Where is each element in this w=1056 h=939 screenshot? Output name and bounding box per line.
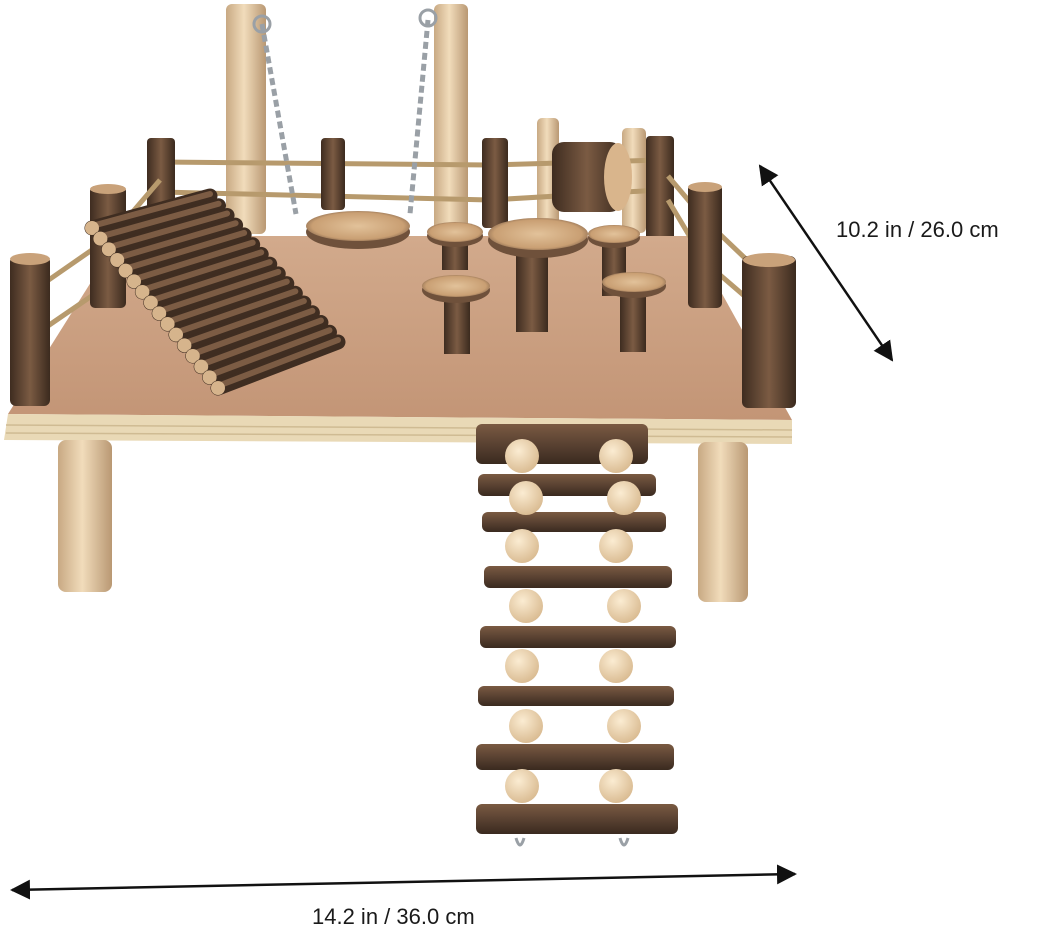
stump-furniture [422,218,666,354]
swing [252,8,438,249]
width-arrow [10,864,797,900]
hanging-ladder [476,424,678,847]
ramp-bridge [84,188,346,396]
depth-arrow [758,164,894,362]
depth-dimension-label: 10.2 in / 26.0 cm [836,217,999,242]
width-dimension-label: 14.2 in / 36.0 cm [312,904,475,929]
platform-legs [58,440,748,602]
hollow-log [552,142,632,212]
